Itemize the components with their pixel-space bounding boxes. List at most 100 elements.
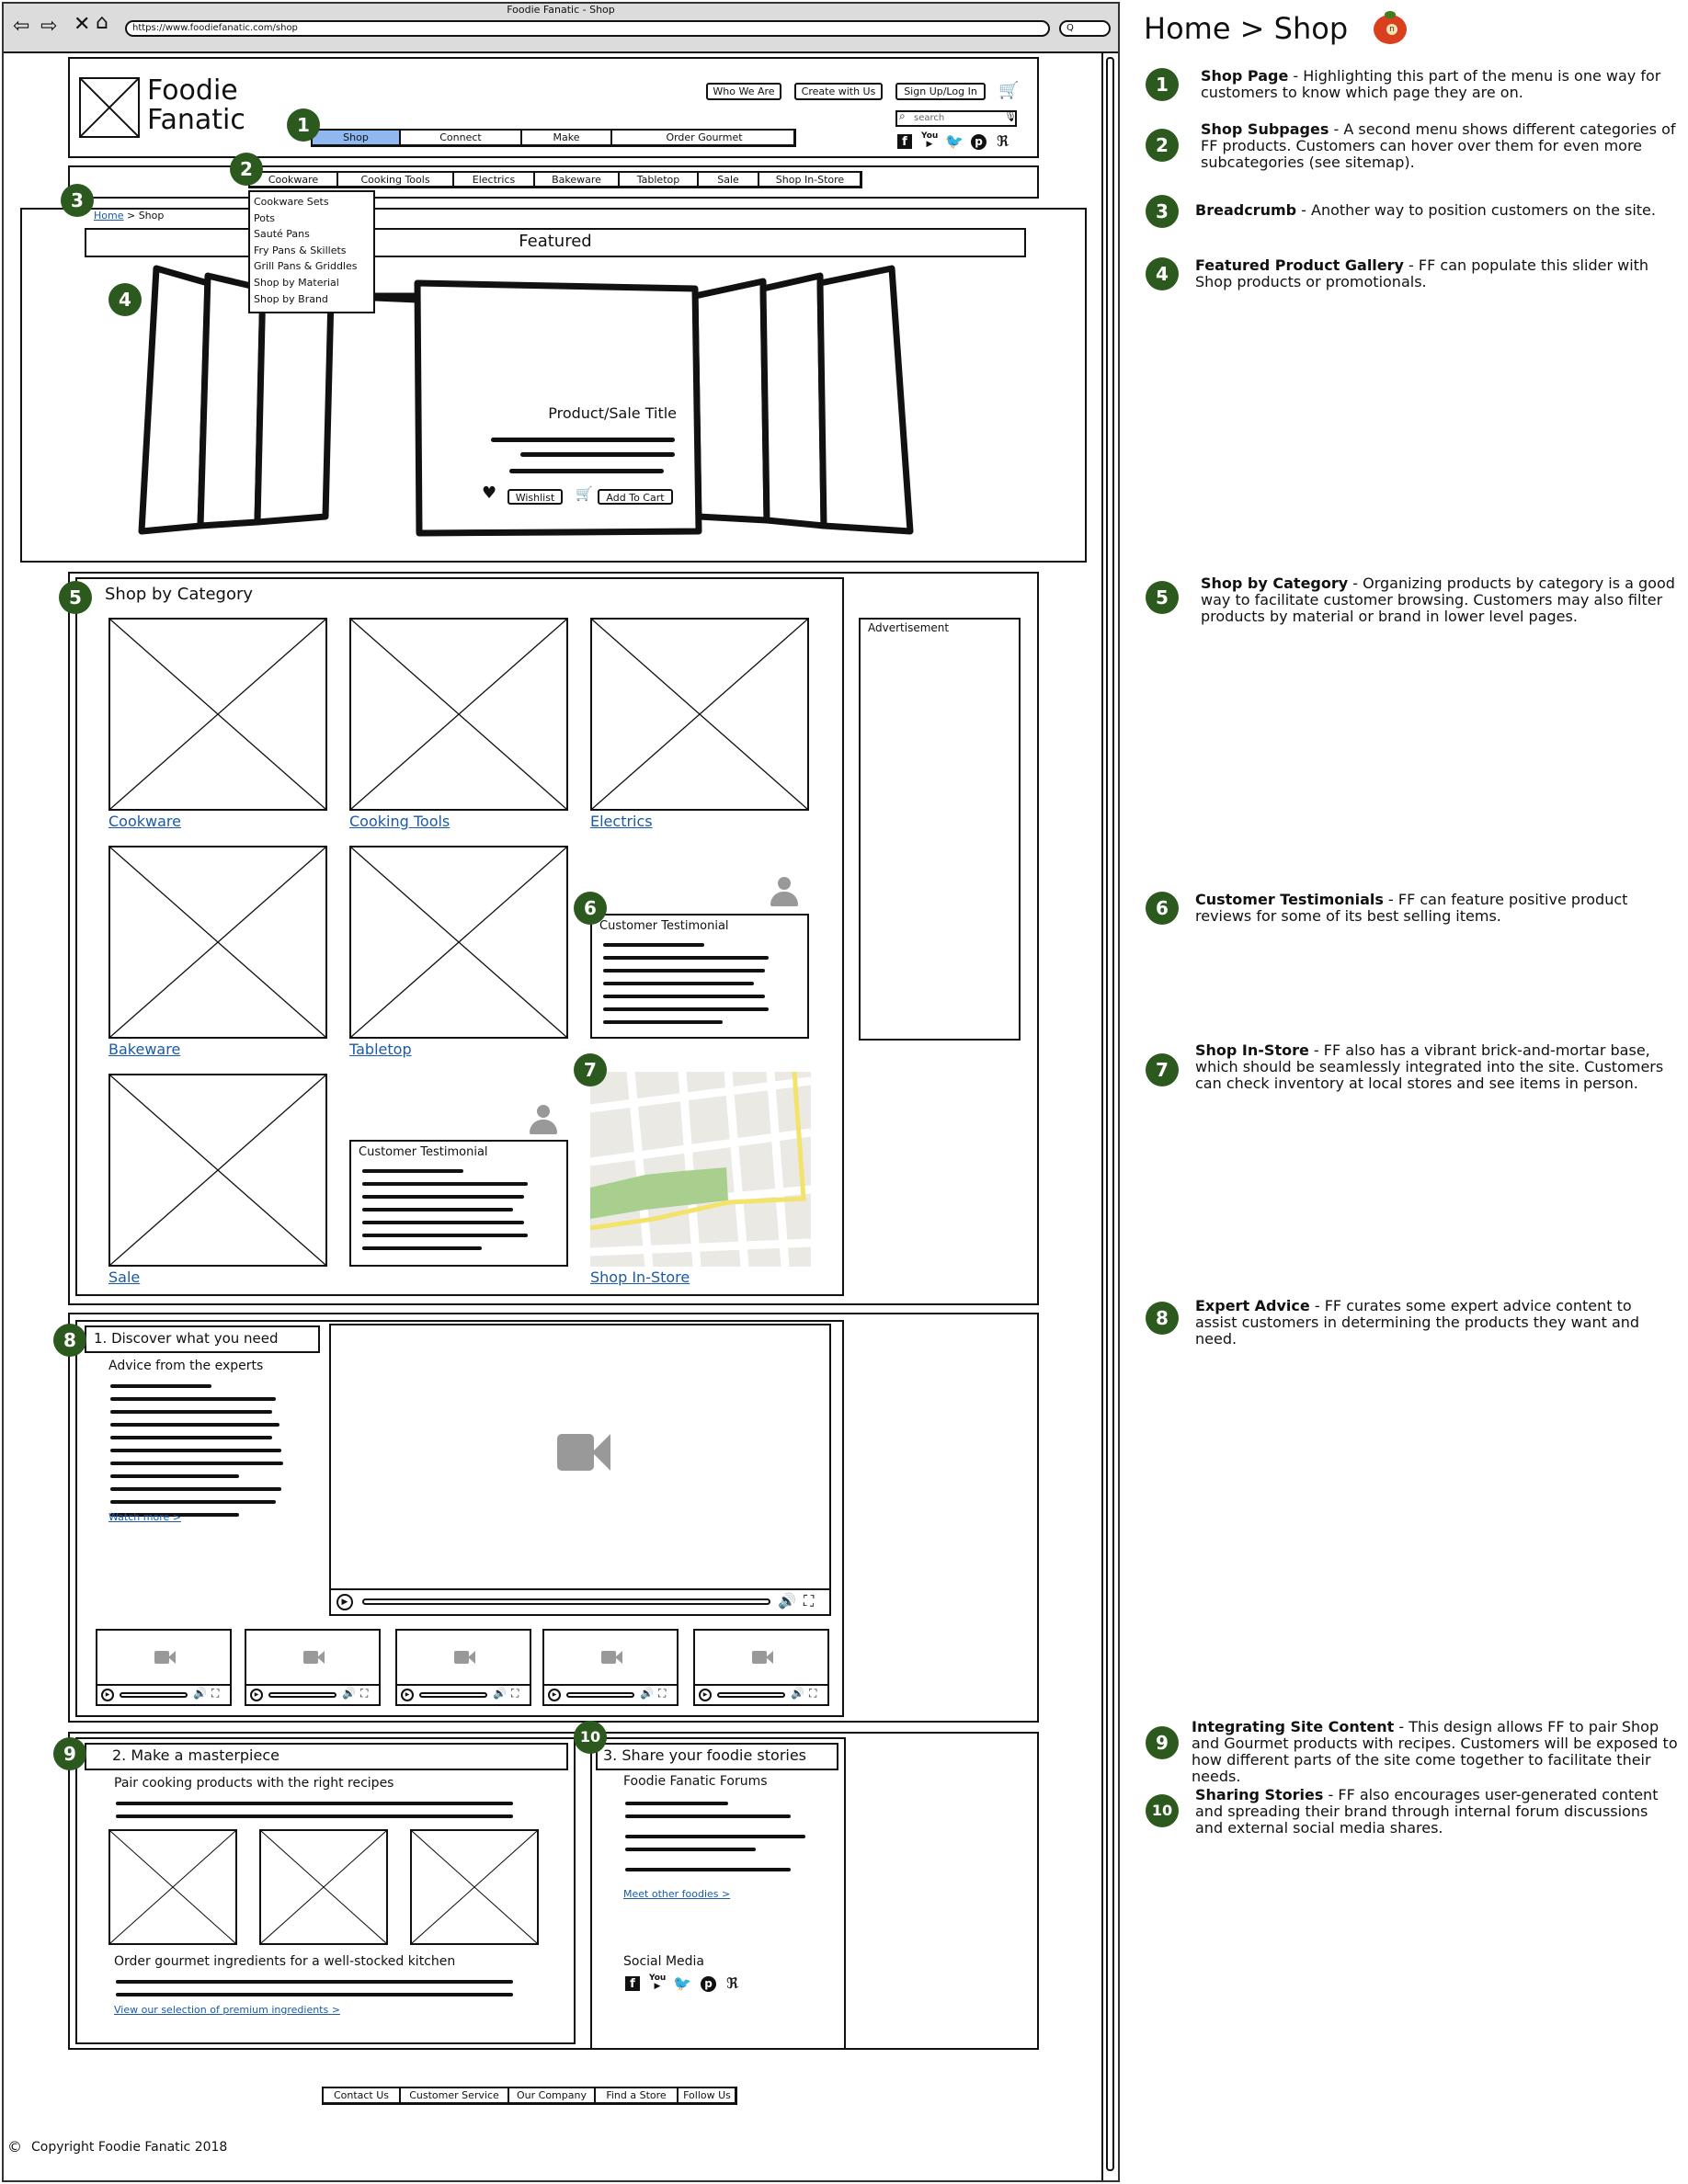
- rss-icon[interactable]: ℜ: [726, 1974, 739, 1992]
- play-icon[interactable]: ▶: [401, 1689, 414, 1701]
- fullscreen-icon[interactable]: ⛶: [211, 1687, 220, 1700]
- subnav-bakeware[interactable]: Bakeware: [535, 173, 620, 186]
- play-icon[interactable]: ▶: [336, 1594, 353, 1610]
- fullscreen-icon[interactable]: ⛶: [804, 1592, 815, 1610]
- footer-find-a-store[interactable]: Find a Store: [596, 2088, 679, 2102]
- footer-follow-us[interactable]: Follow Us: [683, 2089, 731, 2101]
- nav-order-gourmet[interactable]: Order Gourmet: [666, 131, 743, 143]
- shop-in-store-link[interactable]: Shop In-Store: [590, 1268, 690, 1286]
- facebook-icon[interactable]: f: [625, 1976, 640, 1991]
- nav-make[interactable]: Make: [522, 131, 612, 144]
- close-icon[interactable]: ✕: [74, 13, 91, 36]
- video-progress-bar[interactable]: [717, 1692, 785, 1698]
- add-to-cart-button[interactable]: Add To Cart: [598, 489, 673, 505]
- fullscreen-icon[interactable]: ⛶: [809, 1687, 817, 1700]
- tabletop-image[interactable]: [349, 846, 568, 1039]
- fullscreen-icon[interactable]: ⛶: [658, 1687, 667, 1700]
- dropdown-shop-by-material[interactable]: Shop by Material: [254, 276, 339, 289]
- volume-icon[interactable]: 🔊: [778, 1592, 796, 1610]
- dropdown-fry-pans[interactable]: Fry Pans & Skillets: [254, 244, 347, 256]
- who-we-are-button[interactable]: Who We Are: [706, 83, 781, 100]
- video-progress-bar[interactable]: [268, 1692, 336, 1698]
- video-thumbnail[interactable]: ▶ 🔊 ⛶: [96, 1629, 232, 1706]
- video-thumbnail[interactable]: ▶ 🔊 ⛶: [693, 1629, 829, 1706]
- subnav-cookware[interactable]: Cookware: [250, 173, 338, 186]
- fullscreen-icon[interactable]: ⛶: [511, 1687, 519, 1700]
- video-progress-bar[interactable]: [419, 1692, 487, 1698]
- play-icon[interactable]: ▶: [101, 1689, 114, 1701]
- dropdown-cookware-sets[interactable]: Cookware Sets: [254, 196, 329, 208]
- twitter-icon[interactable]: 🐦: [673, 1974, 691, 1992]
- advertisement-panel[interactable]: [859, 618, 1021, 1041]
- video-progress-bar[interactable]: [120, 1692, 188, 1698]
- nav-shop[interactable]: Shop: [313, 131, 401, 144]
- electrics-image[interactable]: [590, 618, 809, 811]
- header-search-input[interactable]: search: [895, 110, 1017, 127]
- bakeware-link[interactable]: Bakeware: [108, 1041, 181, 1058]
- cookware-link[interactable]: Cookware: [108, 813, 181, 830]
- play-icon[interactable]: ▶: [699, 1689, 712, 1701]
- video-progress-bar[interactable]: [362, 1598, 770, 1605]
- meet-foodies-link[interactable]: Meet other foodies >: [623, 1888, 731, 1900]
- subnav-shop-in-store[interactable]: Shop In-Store: [775, 174, 845, 186]
- volume-icon[interactable]: 🔊: [791, 1687, 804, 1700]
- cookware-image[interactable]: [108, 618, 327, 811]
- recipe-image[interactable]: [410, 1829, 539, 1945]
- volume-icon[interactable]: 🔊: [640, 1687, 654, 1700]
- recipe-image[interactable]: [259, 1829, 388, 1945]
- footer-contact-us[interactable]: Contact Us: [324, 2088, 401, 2102]
- volume-icon[interactable]: 🔊: [493, 1687, 507, 1700]
- sale-link[interactable]: Sale: [108, 1268, 141, 1286]
- subnav-cooking-tools[interactable]: Cooking Tools: [338, 173, 454, 186]
- bakeware-image[interactable]: [108, 846, 327, 1039]
- cart-icon[interactable]: 🛒: [576, 485, 593, 502]
- dropdown-saute-pans[interactable]: Sauté Pans: [254, 228, 310, 241]
- cart-icon[interactable]: 🛒: [998, 81, 1020, 100]
- youtube-icon[interactable]: You▶: [921, 131, 939, 149]
- browser-search-box[interactable]: Q: [1059, 20, 1111, 37]
- video-thumbnail[interactable]: ▶ 🔊 ⛶: [542, 1629, 679, 1706]
- sign-up-login-button[interactable]: Sign Up/Log In: [895, 83, 986, 100]
- cooking-tools-image[interactable]: [349, 618, 568, 811]
- watch-more-link[interactable]: Watch more >: [108, 1511, 181, 1523]
- footer-customer-service[interactable]: Customer Service: [401, 2088, 509, 2102]
- wishlist-button[interactable]: Wishlist: [508, 489, 563, 505]
- dropdown-grill-pans[interactable]: Grill Pans & Griddles: [254, 260, 358, 273]
- twitter-icon[interactable]: 🐦: [945, 132, 964, 150]
- footer-our-company[interactable]: Our Company: [509, 2088, 596, 2102]
- premium-ingredients-link[interactable]: View our selection of premium ingredient…: [114, 2004, 340, 2016]
- video-thumbnail[interactable]: ▶ 🔊 ⛶: [395, 1629, 531, 1706]
- cooking-tools-link[interactable]: Cooking Tools: [349, 813, 451, 830]
- dropdown-shop-by-brand[interactable]: Shop by Brand: [254, 292, 328, 305]
- microphone-icon[interactable]: 🎙: [1004, 110, 1017, 122]
- create-with-us-button[interactable]: Create with Us: [794, 83, 883, 100]
- subnav-sale[interactable]: Sale: [699, 173, 759, 186]
- nav-connect[interactable]: Connect: [401, 131, 522, 144]
- back-arrow-icon[interactable]: ⇦: [13, 15, 30, 38]
- rss-icon[interactable]: ℜ: [997, 132, 1009, 150]
- scrollbar-thumb[interactable]: [1106, 57, 1114, 2171]
- video-progress-bar[interactable]: [566, 1692, 634, 1698]
- breadcrumb-home[interactable]: Home: [94, 210, 124, 222]
- home-icon[interactable]: ⌂: [96, 11, 108, 34]
- volume-icon[interactable]: 🔊: [193, 1687, 207, 1700]
- electrics-link[interactable]: Electrics: [590, 813, 653, 830]
- facebook-icon[interactable]: f: [897, 134, 912, 149]
- dropdown-pots[interactable]: Pots: [254, 211, 276, 224]
- forward-arrow-icon[interactable]: ⇨: [40, 15, 58, 38]
- play-icon[interactable]: ▶: [250, 1689, 263, 1701]
- subnav-electrics[interactable]: Electrics: [454, 173, 535, 186]
- tabletop-link[interactable]: Tabletop: [349, 1041, 412, 1058]
- youtube-icon[interactable]: You▶: [649, 1974, 667, 1991]
- pinterest-icon[interactable]: p: [971, 134, 987, 150]
- video-thumbnail[interactable]: ▶ 🔊 ⛶: [245, 1629, 381, 1706]
- store-map[interactable]: [590, 1072, 811, 1267]
- play-icon[interactable]: ▶: [548, 1689, 561, 1701]
- pinterest-icon[interactable]: p: [701, 1976, 716, 1992]
- heart-icon[interactable]: ♥: [482, 483, 497, 503]
- subnav-tabletop[interactable]: Tabletop: [620, 173, 699, 186]
- sale-image[interactable]: [108, 1074, 327, 1267]
- url-bar[interactable]: https://www.foodiefanatic.com/shop: [125, 20, 1050, 37]
- recipe-image[interactable]: [108, 1829, 237, 1945]
- fullscreen-icon[interactable]: ⛶: [360, 1687, 369, 1700]
